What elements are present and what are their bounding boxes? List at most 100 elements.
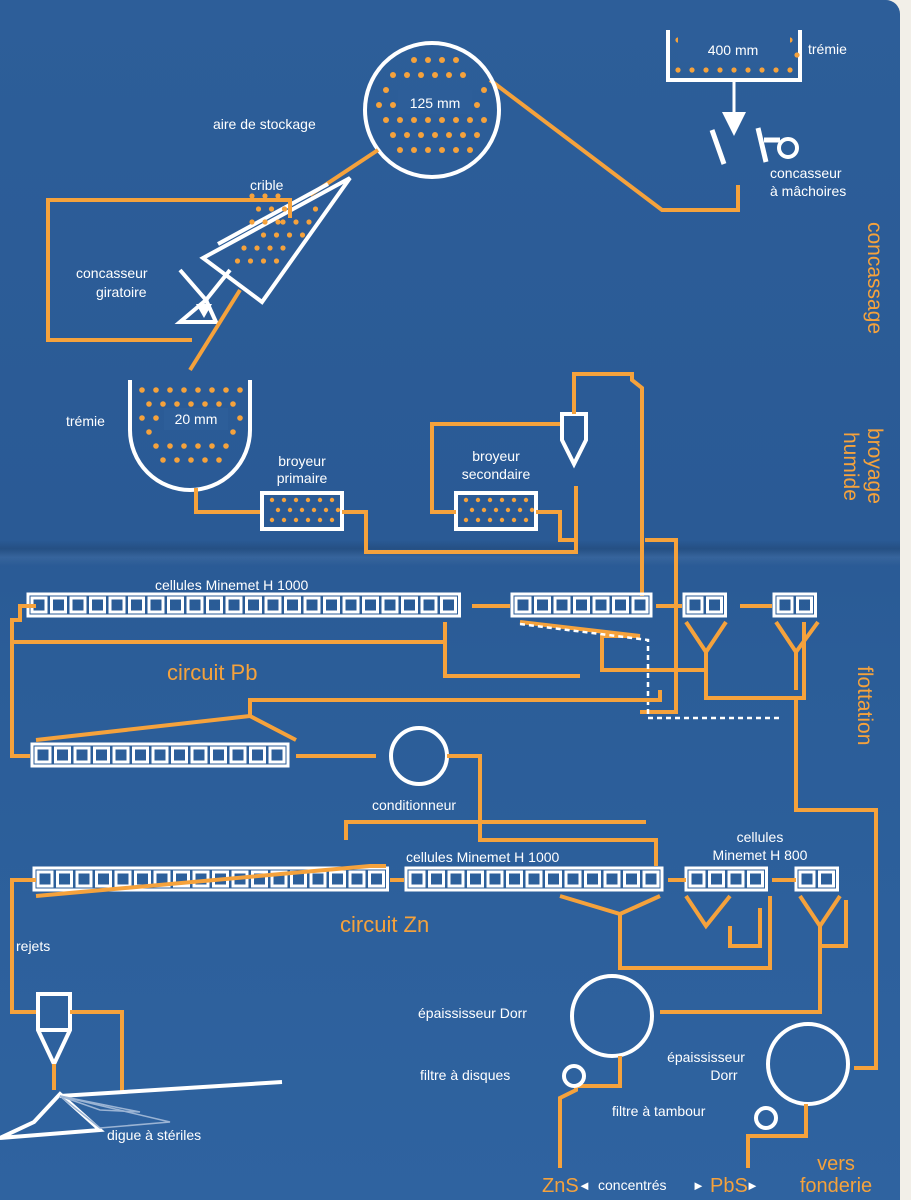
stage-flotation: flottation	[853, 666, 876, 745]
pb-thickener	[766, 1022, 850, 1106]
ore-dot	[281, 206, 288, 212]
conditioner-label: conditionneur	[372, 797, 456, 813]
stage-grinding-1: broyage	[863, 428, 886, 504]
flotation-cell	[249, 746, 266, 764]
ore-dot	[329, 497, 335, 503]
pb-circuit-label: circuit Pb	[167, 660, 257, 685]
ore-dot	[460, 132, 466, 138]
flotation-cell	[229, 746, 247, 764]
flotation-cell	[206, 596, 223, 614]
ore-dot	[329, 517, 335, 523]
ore-dot	[317, 517, 323, 523]
flotation-cell	[467, 870, 484, 888]
ore-dot	[404, 132, 410, 138]
ore-dot	[230, 429, 236, 435]
ore-dot	[493, 507, 499, 513]
flotation-cell	[708, 870, 725, 888]
ore-dot	[397, 117, 403, 123]
pb-arrow-right: ►	[692, 1178, 705, 1193]
ore-dot	[247, 258, 254, 264]
ore-dot	[262, 219, 268, 225]
ore-dot	[689, 67, 695, 73]
flotation-cell	[323, 596, 340, 614]
pb-concentrate-to-thickener	[794, 698, 878, 1070]
pb-rougher-launder	[20, 622, 447, 644]
flotation-cell	[564, 870, 582, 888]
tailings-line	[10, 878, 36, 1014]
ore-dot	[794, 52, 800, 58]
ore-dot	[390, 102, 396, 108]
flotation-cell	[50, 596, 67, 614]
flotation-cell	[420, 596, 438, 614]
ore-dot	[475, 497, 481, 503]
ore-dot	[511, 517, 517, 523]
ore-dot	[475, 517, 481, 523]
ore-dot	[139, 387, 145, 393]
gyratory-return-loop	[46, 198, 292, 342]
pb-dashed-line	[519, 622, 780, 720]
flotation-cell	[642, 870, 660, 888]
ore-dot	[717, 67, 723, 73]
hopper-400mm-size-bg	[678, 36, 790, 62]
ore-dot	[174, 457, 180, 463]
flotation-cell	[348, 870, 366, 888]
ore-dot	[181, 387, 187, 393]
ore-dot	[286, 232, 293, 238]
hopper-20mm	[128, 380, 252, 492]
ore-dot	[467, 117, 473, 123]
conditioner-tank	[389, 726, 449, 786]
ore-dot	[463, 517, 469, 523]
flotation-cell	[245, 596, 262, 614]
ore-dot	[529, 507, 535, 513]
flotation-cell	[190, 746, 208, 764]
flotation-cell	[93, 746, 110, 764]
pb-scavenger-cells	[30, 742, 290, 768]
ore-dot	[153, 415, 159, 421]
flotation-cell	[132, 746, 149, 764]
ore-dot	[195, 387, 201, 393]
pb-r1-to-r2	[704, 652, 806, 700]
hydrocyclone	[560, 412, 588, 469]
ore-dot	[773, 67, 779, 73]
ore-dot	[202, 401, 208, 407]
ore-dot	[202, 457, 208, 463]
pb-recleaner-cells-2	[772, 592, 817, 618]
drum-filter-label: filtre à tambour	[612, 1103, 706, 1119]
zn-800a-cone	[684, 894, 732, 930]
zn-arrow-left: ◄	[578, 1178, 591, 1193]
flotation-cell	[368, 870, 385, 888]
flotation-cell	[69, 596, 87, 614]
flotation-cell	[342, 596, 360, 614]
ore-dot	[453, 147, 459, 153]
ore-dot	[167, 443, 173, 449]
ore-dot	[275, 193, 281, 199]
ore-dot	[446, 72, 452, 78]
ore-dot	[223, 443, 229, 449]
pb-cells-label: cellules Minemet H 1000	[155, 577, 309, 593]
pb-concentrate-return	[443, 642, 580, 678]
pb-thickener-underflow	[746, 1104, 808, 1168]
zn-800-label-1: cellules	[737, 829, 784, 845]
screen-label: crible	[250, 177, 284, 193]
ore-dot	[216, 401, 222, 407]
ore-dot	[293, 497, 299, 503]
ore-dot	[432, 72, 438, 78]
zn-800b-loop	[818, 900, 848, 948]
flotation-cell	[688, 870, 706, 888]
ore-dot	[209, 387, 215, 393]
pb-thickener-label-1: épaississeur	[667, 1049, 745, 1065]
ore-dot	[418, 72, 424, 78]
ore-dot	[499, 497, 505, 503]
flotation-cell	[747, 870, 764, 888]
flotation-cell	[75, 870, 93, 888]
cell-bank-frame	[682, 592, 727, 618]
ore-dot	[411, 117, 417, 123]
ore-dot	[469, 507, 475, 513]
ore-dot	[305, 517, 311, 523]
ore-dot	[153, 387, 159, 393]
flotation-cell	[268, 746, 286, 764]
ore-dot	[474, 102, 480, 108]
cell-bank-frame	[772, 592, 817, 618]
ore-dot	[174, 401, 180, 407]
